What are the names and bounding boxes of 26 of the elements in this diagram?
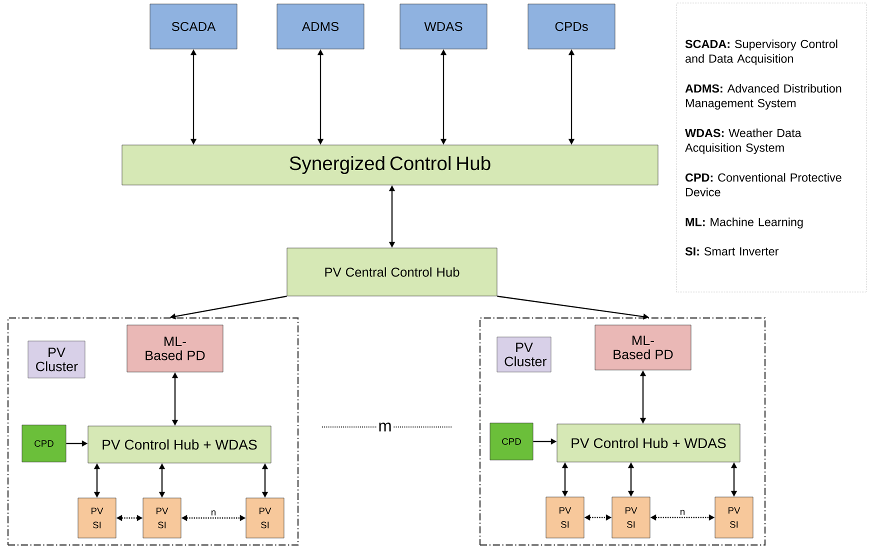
cluster-box: PV Cluster [28, 340, 86, 378]
top-box: SCADA [150, 4, 238, 50]
inverter-box: PV SI [546, 496, 584, 538]
top-box: ADMS [276, 4, 364, 50]
top-box: WDAS [400, 4, 488, 50]
detector-box: ML-Based PD [126, 324, 224, 372]
edge-label: n [210, 509, 218, 517]
detector-box: ML-Based PD [594, 324, 692, 370]
inverter-box: PV SI [612, 496, 650, 538]
cluster-frame [479, 317, 766, 546]
inverter-box: PV SI [714, 496, 754, 538]
cluster-frame [7, 317, 299, 546]
repeat-label: m [377, 421, 393, 433]
hub-box: PV Central Control Hub [286, 248, 498, 296]
inverter-box: PV SI [78, 498, 116, 538]
device-box: CPD [490, 422, 534, 460]
hub-box: PV Control Hub + WDAS [88, 426, 272, 464]
inverter-box: PV SI [246, 498, 284, 538]
cluster-box: PV Cluster [496, 336, 552, 372]
device-box: CPD [22, 424, 66, 462]
hub-box: Synergized Control Hub [122, 144, 658, 186]
legend-box: SCADA: Supervisory Control and Data Acquisition ADMS: Advanced Distribution Management System WDAS: Weather Data Acquisition System CPD: Conventional Protective Device ML: Machine Learning SI: Smart Inverter [676, 2, 867, 292]
inverter-box: PV SI [142, 498, 182, 538]
edge-label: n [678, 508, 686, 516]
top-box: CPDs [528, 4, 616, 50]
hub-box: PV Control Hub + WDAS [556, 424, 740, 462]
